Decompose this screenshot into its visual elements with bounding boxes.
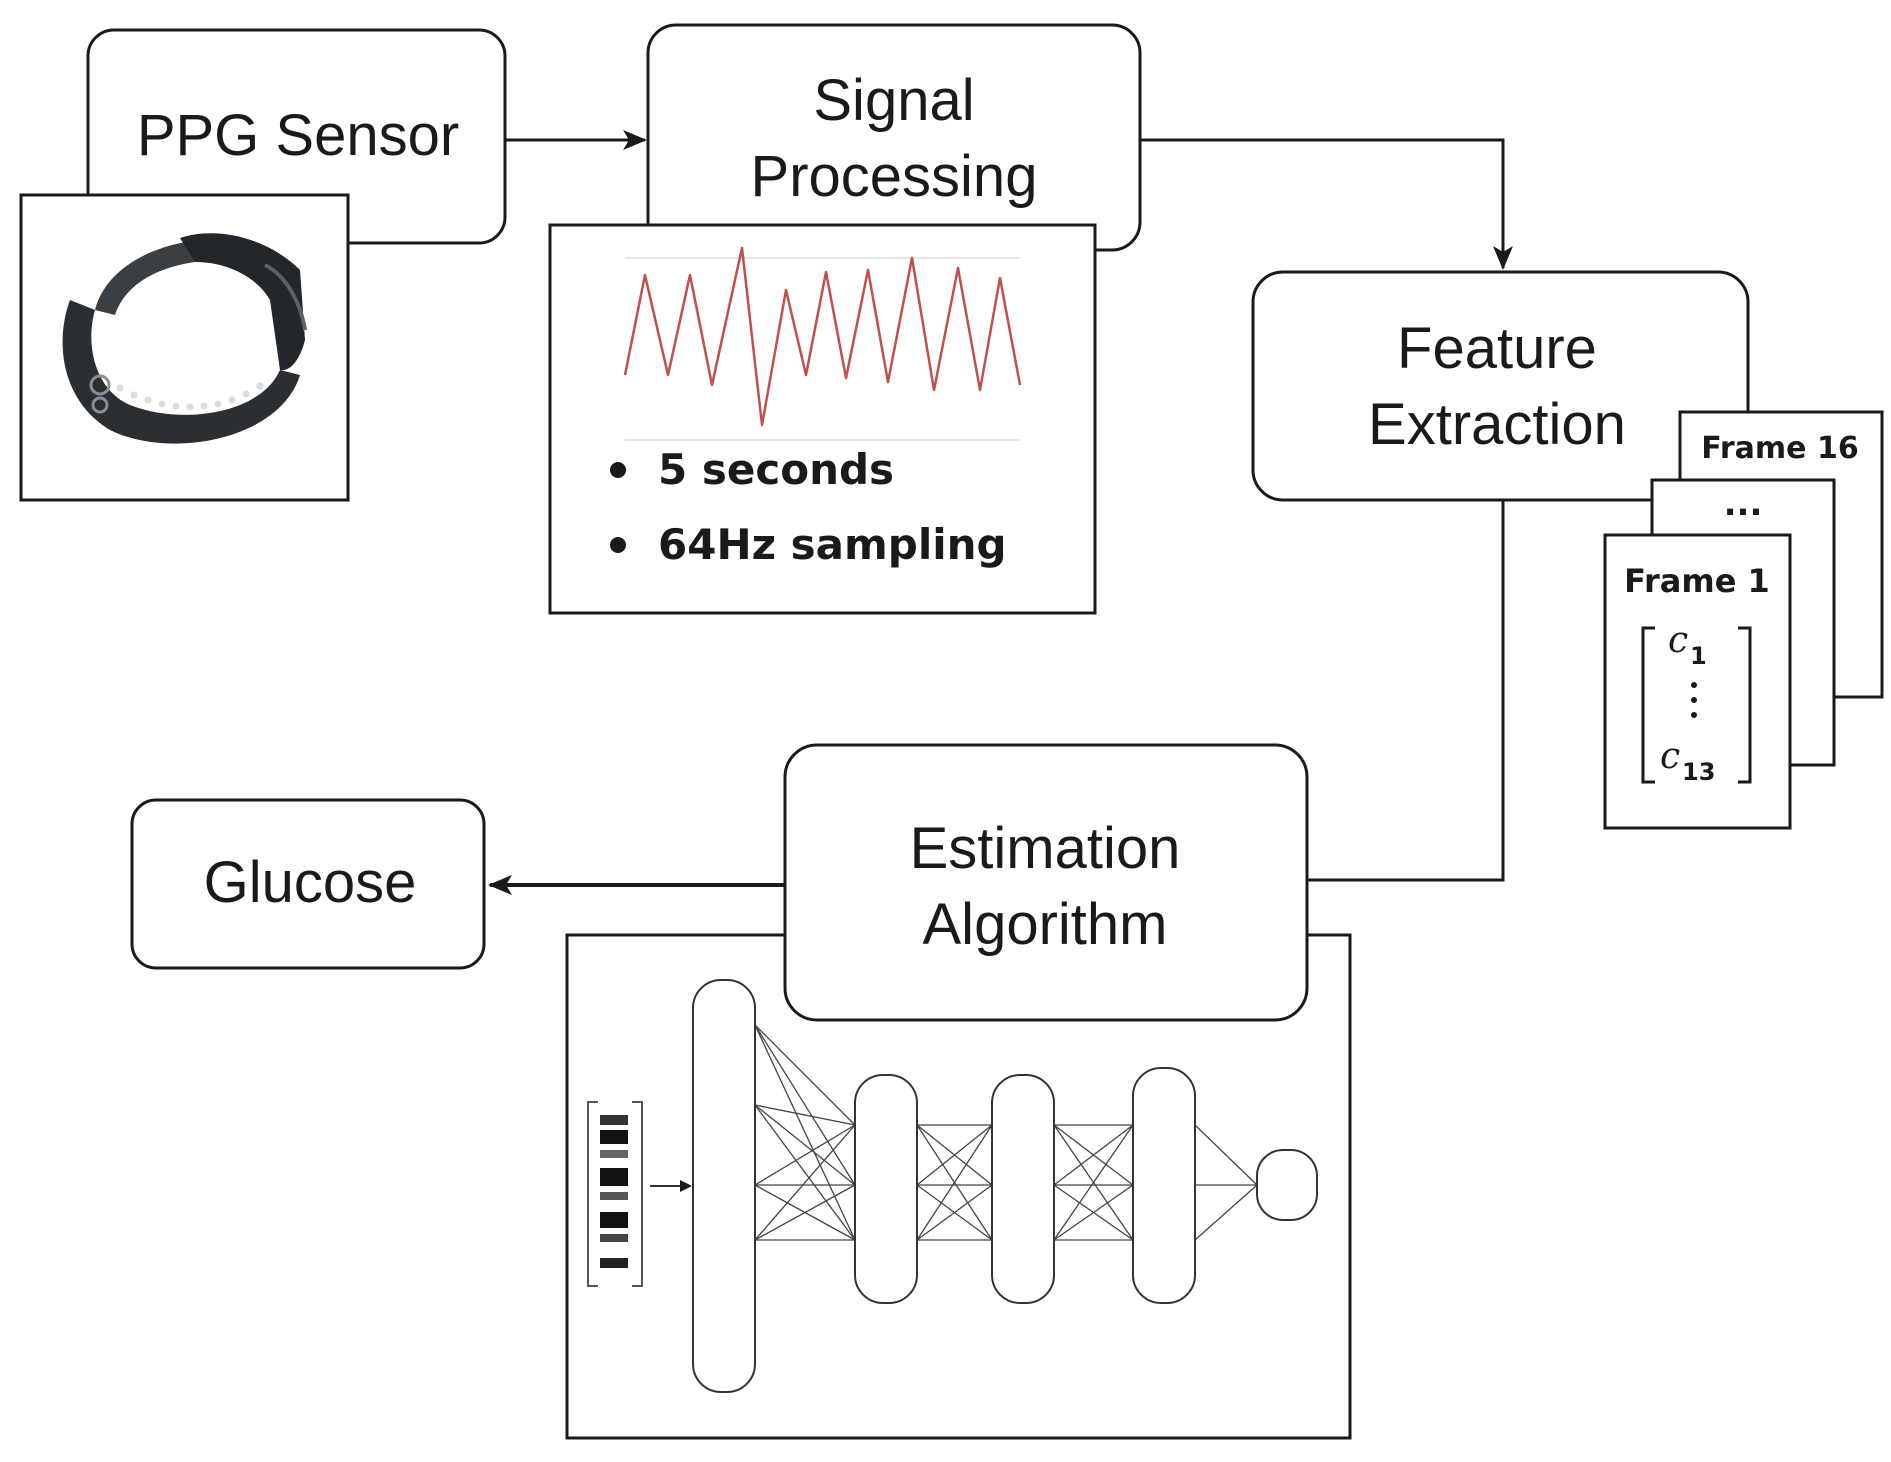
network-edge — [754, 1184, 856, 1241]
feature-extraction-stage: Feature Extraction — [1251, 270, 1750, 502]
input-feature-vector-icon — [587, 1101, 643, 1287]
network-edge — [1194, 1124, 1258, 1186]
frame-card-front — [1603, 533, 1792, 830]
network-edge — [1194, 1184, 1258, 1241]
wristband-device-icon — [62, 233, 307, 444]
feature-extraction-label-line2: Extraction — [1368, 392, 1626, 457]
estimation-algorithm-box — [783, 743, 1309, 1022]
bullet-dot-2 — [610, 537, 626, 553]
vector-top-symbol: c — [1668, 620, 1688, 661]
network-edge — [916, 1184, 993, 1241]
estimation-label-line2: Algorithm — [923, 892, 1168, 957]
estimation-stage: Estimation Algorithm — [565, 743, 1352, 1440]
network-edge — [754, 1024, 856, 1241]
feature-extraction-box — [1251, 270, 1750, 502]
network-edge — [1053, 1124, 1134, 1186]
vector-ellipsis-dot-1 — [1691, 682, 1697, 688]
network-edge — [754, 1104, 856, 1186]
signal-processing-stage: Signal Processing 5 seconds 64Hz samplin… — [548, 23, 1142, 615]
hidden-layer-2 — [991, 1074, 1055, 1304]
network-edge — [1053, 1184, 1134, 1241]
vector-ellipsis-dot-2 — [1691, 697, 1697, 703]
network-edge — [754, 1024, 856, 1186]
network-edge — [754, 1104, 856, 1241]
network-edge — [754, 1024, 856, 1126]
ppg-sensor-label: PPG Sensor — [137, 103, 459, 168]
signal-processing-box — [646, 23, 1142, 252]
frame-card-back-label: Frame 16 — [1701, 431, 1858, 466]
glucose-label: Glucose — [204, 850, 417, 915]
vector-right-bracket — [1738, 626, 1752, 784]
feature-extraction-label-line1: Feature — [1397, 316, 1597, 381]
vector-bottom-subscript: 13 — [1682, 758, 1715, 786]
network-edge — [754, 1124, 856, 1186]
frame-stack: Frame 16 ... Frame 1 c 1 c 13 — [1603, 410, 1884, 830]
vector-ellipsis-dot-3 — [1691, 712, 1697, 718]
vector-left-bracket — [1641, 626, 1655, 784]
estimation-label-line1: Estimation — [910, 816, 1181, 881]
frame-card-front-label: Frame 1 — [1624, 562, 1770, 600]
signal-processing-label-line1: Signal — [813, 68, 974, 133]
hidden-layer-3 — [1132, 1067, 1196, 1304]
glucose-box — [130, 798, 486, 970]
output-node — [1256, 1149, 1318, 1221]
network-edge — [754, 1124, 856, 1241]
input-layer — [692, 979, 756, 1393]
vector-bottom-symbol: c — [1660, 736, 1680, 777]
ppg-sensor-stage: PPG Sensor — [19, 28, 507, 502]
line-feature-to-estimation — [1305, 500, 1505, 882]
bullet-dot-1 — [610, 462, 626, 478]
signal-processing-label-line2: Processing — [751, 144, 1038, 209]
network-connections — [754, 1024, 1258, 1241]
frame-card-middle-label: ... — [1724, 484, 1763, 524]
signal-bullet-2: 64Hz sampling — [658, 520, 1007, 569]
network-edge — [1053, 1124, 1134, 1241]
arrow-signal-to-feature — [1140, 138, 1513, 270]
glucose-stage: Glucose — [130, 798, 486, 970]
hidden-layer-1 — [854, 1074, 918, 1304]
ppg-waveform — [623, 246, 1022, 427]
network-edge — [754, 1104, 856, 1126]
vector-top-subscript: 1 — [1690, 642, 1707, 670]
network-edge — [916, 1124, 993, 1186]
network-edge — [916, 1124, 993, 1241]
signal-bullet-1: 5 seconds — [658, 445, 894, 494]
feature-vector: c 1 c 13 — [1641, 620, 1752, 786]
